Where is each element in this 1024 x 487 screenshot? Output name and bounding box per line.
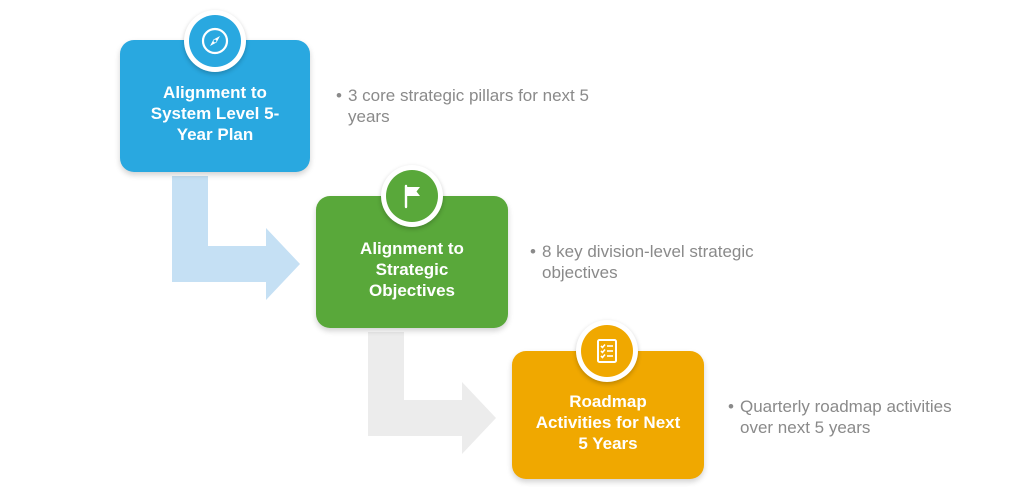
step-1-title: Alignment to System Level 5- Year Plan — [150, 82, 280, 144]
step-1-notes: 3 core strategic pillars for next 5 year… — [336, 85, 626, 127]
step-2-notes: 8 key division-level strategic objective… — [530, 241, 810, 283]
step-3-badge — [576, 320, 638, 382]
step-3-note: Quarterly roadmap activities over next 5… — [728, 396, 988, 438]
checklist-icon — [597, 339, 617, 363]
step-3-title: Roadmap Activities for Next 5 Years — [535, 391, 681, 453]
step-2-badge — [381, 165, 443, 227]
compass-icon — [201, 27, 229, 55]
step-1-badge — [184, 10, 246, 72]
step-2-title: Alignment to Strategic Objectives — [360, 238, 464, 300]
step-1-note: 3 core strategic pillars for next 5 year… — [336, 85, 626, 127]
flag-icon — [404, 184, 420, 209]
step-2-note: 8 key division-level strategic objective… — [530, 241, 810, 283]
arrow-step1-to-step2 — [172, 176, 300, 300]
arrow-step2-to-step3 — [368, 332, 496, 454]
step-3-notes: Quarterly roadmap activities over next 5… — [728, 396, 988, 438]
